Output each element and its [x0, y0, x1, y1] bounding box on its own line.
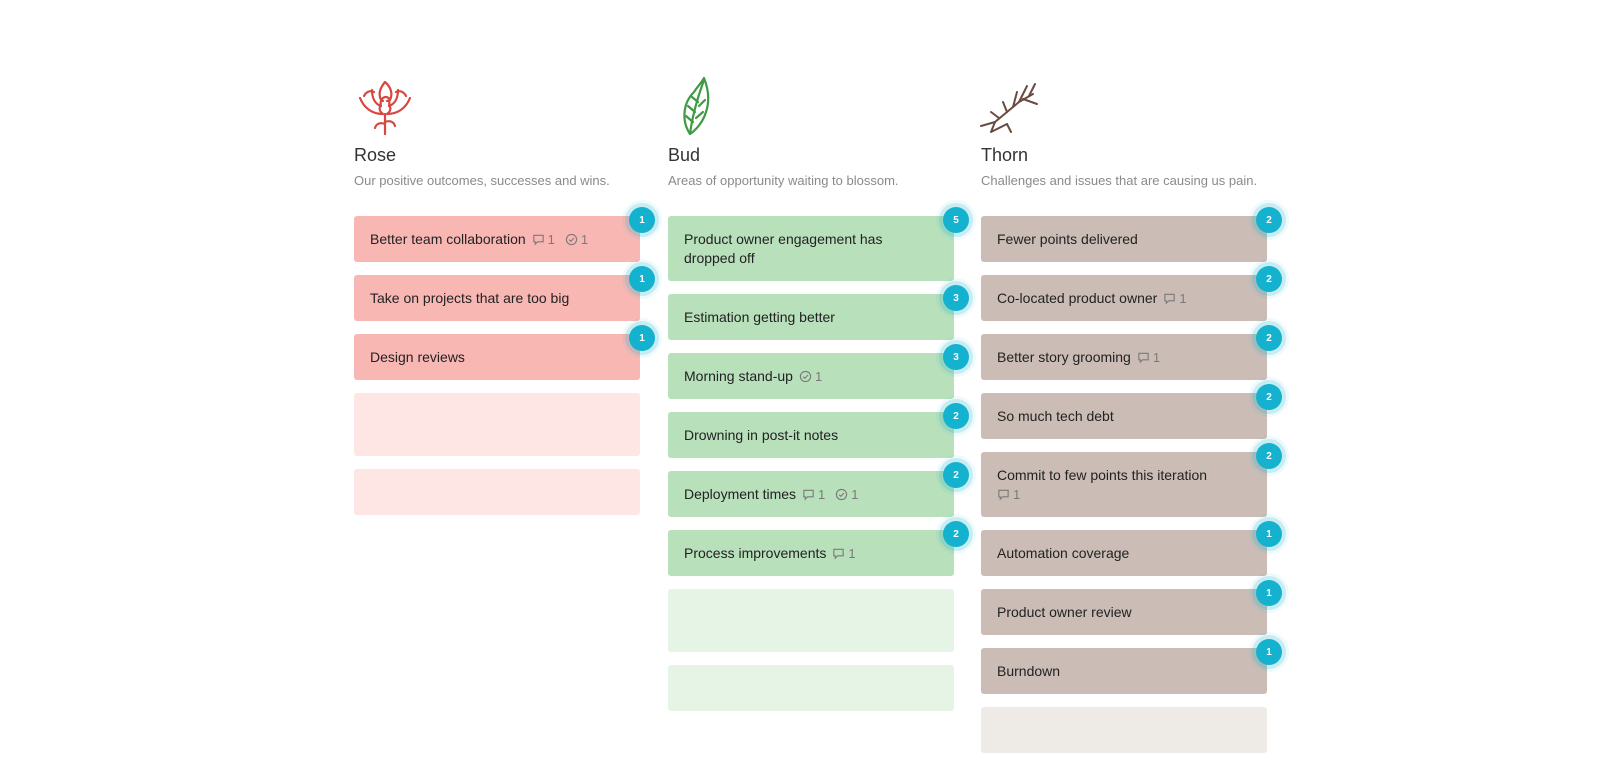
column-title: Rose [354, 145, 397, 165]
rose-icon [350, 72, 420, 138]
card-text: Product owner review [997, 604, 1132, 620]
comment-count-value: 1 [1179, 291, 1187, 306]
vote-badge[interactable]: 1 [629, 325, 655, 351]
vote-badge[interactable]: 2 [943, 403, 969, 429]
vote-badge[interactable]: 2 [1256, 266, 1282, 292]
column-title: Bud [668, 145, 701, 165]
comment-count-value: 1 [547, 232, 555, 247]
card[interactable]: Automation coverage 1 [981, 521, 1282, 576]
card-text: Take on projects that are too big [370, 290, 570, 306]
comment-count[interactable]: 1 [997, 485, 1020, 504]
card[interactable]: Product owner engagement has dropped off… [668, 207, 969, 281]
card-text: Design reviews [370, 349, 465, 365]
check-count[interactable]: 1 [799, 367, 822, 386]
vote-badge[interactable]: 1 [1256, 639, 1282, 665]
check-count-value: 1 [580, 232, 589, 247]
card-text: Better story grooming [997, 349, 1131, 365]
column-description: Areas of opportunity waiting to blossom. [668, 173, 899, 188]
comment-icon [833, 548, 845, 560]
column-description: Our positive outcomes, successes and win… [354, 173, 610, 188]
empty-card-slot[interactable] [354, 393, 640, 456]
card[interactable]: Fewer points delivered 2 [981, 207, 1282, 262]
vote-badge[interactable]: 5 [943, 207, 969, 233]
vote-badge[interactable]: 1 [629, 266, 655, 292]
empty-card-slot[interactable] [668, 589, 954, 652]
vote-badge[interactable]: 1 [1256, 521, 1282, 547]
card[interactable]: Process improvements 1 2 [668, 521, 969, 576]
comment-icon [1164, 293, 1176, 305]
leaf-icon [664, 72, 734, 138]
card[interactable]: Estimation getting better 3 [668, 285, 969, 340]
card[interactable]: Commit to few points this iteration 1 2 [981, 443, 1282, 517]
card-text: Estimation getting better [684, 309, 835, 325]
card[interactable]: Take on projects that are too big 1 [354, 266, 655, 321]
vote-badge[interactable]: 2 [1256, 384, 1282, 410]
card[interactable]: Co-located product owner 1 2 [981, 266, 1282, 321]
card-text: Process improvements [684, 545, 827, 561]
check-count[interactable]: 1 [835, 485, 859, 504]
check-count[interactable]: 1 [565, 230, 588, 249]
comment-count-value: 1 [818, 487, 826, 502]
vote-badge[interactable]: 1 [1256, 580, 1282, 606]
check-count-value: 1 [851, 487, 859, 502]
card-text: Better team collaboration [370, 231, 526, 247]
comment-count-value: 1 [848, 546, 856, 561]
vote-badge[interactable]: 3 [943, 344, 969, 370]
comment-count[interactable]: 1 [832, 544, 856, 563]
card-text: Automation coverage [997, 545, 1130, 561]
card[interactable]: Morning stand-up 1 3 [668, 344, 969, 399]
card[interactable]: Better story grooming 1 2 [981, 325, 1282, 380]
vote-badge[interactable]: 1 [629, 207, 655, 233]
vote-badge[interactable]: 2 [1256, 443, 1282, 469]
column-description: Challenges and issues that are causing u… [981, 173, 1258, 188]
vote-badge[interactable]: 2 [943, 462, 969, 488]
card[interactable]: Better team collaboration 1 1 1 [354, 207, 655, 262]
card-list: Product owner engagement has dropped off… [668, 207, 969, 724]
card[interactable]: So much tech debt 2 [981, 384, 1282, 439]
card[interactable]: Product owner review 1 [981, 580, 1282, 635]
card-text: Co-located product owner [997, 290, 1158, 306]
comment-count[interactable]: 1 [802, 485, 825, 504]
vote-badge[interactable]: 3 [943, 285, 969, 311]
check-circle-icon [799, 370, 812, 383]
card-text: Product owner engagement has dropped off [684, 231, 883, 266]
comment-icon [532, 234, 544, 246]
card-text: Fewer points delivered [997, 231, 1138, 247]
card-text: Morning stand-up [684, 368, 793, 384]
comment-count[interactable]: 1 [532, 230, 555, 249]
comment-count-value: 1 [1152, 350, 1161, 365]
card-text: Commit to few points this iteration [997, 467, 1208, 483]
card-text: So much tech debt [997, 408, 1114, 424]
card-text: Drowning in post-it notes [684, 427, 839, 443]
comment-icon [998, 489, 1009, 501]
card[interactable]: Deployment times 1 1 2 [668, 462, 969, 517]
empty-card-slot[interactable] [981, 707, 1267, 753]
comment-icon [1138, 352, 1149, 364]
empty-card-slot[interactable] [668, 665, 954, 711]
vote-badge[interactable]: 2 [943, 521, 969, 547]
card-list: Fewer points delivered 2 Co-located prod… [981, 207, 1282, 766]
check-count-value: 1 [814, 369, 823, 384]
vote-badge[interactable]: 2 [1256, 207, 1282, 233]
comment-icon [803, 489, 814, 501]
column-title: Thorn [981, 145, 1029, 165]
check-circle-icon [565, 233, 578, 246]
vote-badge[interactable]: 2 [1256, 325, 1282, 351]
card-text: Burndown [997, 663, 1061, 679]
thorn-icon [977, 72, 1047, 138]
card-text: Deployment times [684, 486, 797, 502]
comment-count[interactable]: 1 [1163, 289, 1187, 308]
check-circle-icon [836, 488, 848, 501]
card-list: Better team collaboration 1 1 1 Take on … [354, 207, 655, 528]
card[interactable]: Drowning in post-it notes 2 [668, 403, 969, 458]
empty-card-slot[interactable] [354, 469, 640, 515]
comment-count-value: 1 [1013, 487, 1021, 502]
card[interactable]: Design reviews 1 [354, 325, 655, 380]
card[interactable]: Burndown 1 [981, 639, 1282, 694]
comment-count[interactable]: 1 [1137, 348, 1160, 367]
